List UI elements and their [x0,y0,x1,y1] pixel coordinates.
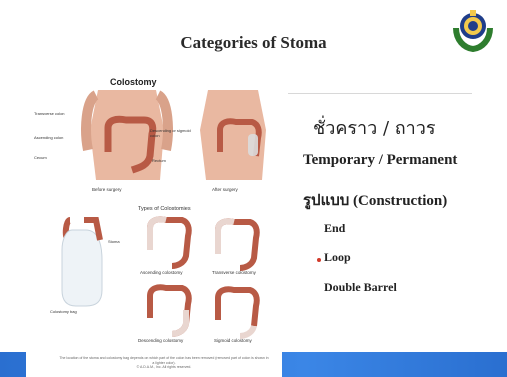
caption-sigmoid: Sigmoid colostomy [214,338,252,343]
pointer-dot [317,258,321,262]
label-stoma: Stoma [108,239,120,244]
footnote-text: The location of the stoma and colostomy … [59,356,268,365]
caption-transverse: Transverse colostomy [212,270,256,275]
figure-title: Colostomy [110,77,157,87]
label-descending-sigmoid: Descending or sigmoid colon [150,128,194,138]
item-double-barrel: Double Barrel [324,280,397,295]
transverse-colostomy-icon [218,221,257,268]
copyright-text: © A.D.A.M., Inc. All rights reserved. [137,365,192,369]
construction-heading: รูปแบบ (Construction) [303,188,447,212]
item-end: End [324,221,345,236]
emblem-logo-icon [450,6,496,52]
item-loop: Loop [324,250,351,265]
ascending-colostomy-icon [150,219,189,266]
divider [288,93,472,94]
slide-title: Categories of Stoma [0,33,507,53]
label-colostomy-bag: Colostomy bag [50,309,77,314]
label-ascending-colon: Ascending colon [34,135,63,140]
label-transverse-colon: Transverse colon [34,111,65,116]
label-rectum: Rectum [152,158,166,163]
caption-descending: Descending colostomy [138,338,183,343]
caption-ascending: Ascending colostomy [140,270,183,275]
descending-colostomy-icon [150,287,189,334]
sigmoid-colostomy-icon [218,289,257,336]
temporary-permanent: Temporary / Permanent [303,152,457,169]
label-cecum: Cecum [34,155,47,160]
thai-heading: ชั่วคราว / ถาวร [313,113,436,142]
types-heading: Types of Colostomies [138,206,191,212]
caption-after-surgery: After surgery [212,187,238,192]
caption-before-surgery: Before surgery [92,187,122,192]
figure-footnote: The location of the stoma and colostomy … [58,356,270,370]
